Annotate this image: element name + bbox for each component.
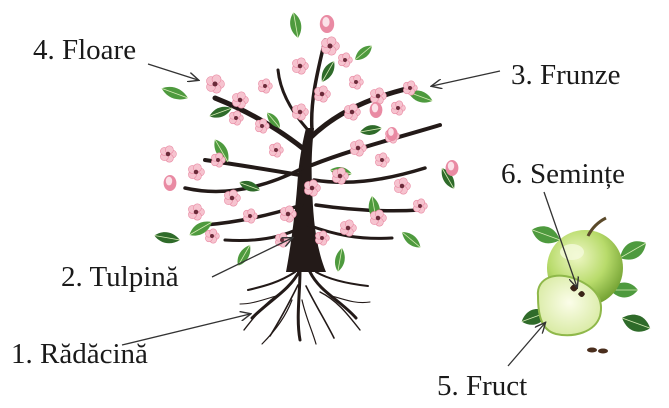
leaf (399, 228, 423, 251)
bud-highlight (388, 128, 394, 136)
flower (206, 75, 224, 93)
flower (188, 204, 204, 220)
flower (349, 75, 363, 89)
flower-center (212, 81, 217, 86)
flower (258, 79, 272, 93)
flower-center (194, 210, 198, 214)
leaf (333, 247, 347, 272)
flower-center (346, 226, 350, 230)
leaf (352, 42, 375, 63)
branch (278, 70, 308, 130)
label-seminte: 6. Semințe (501, 160, 625, 189)
label-floare: 4. Floare (33, 36, 136, 65)
flower (370, 88, 386, 104)
flower (160, 146, 176, 162)
flower (315, 231, 329, 245)
flower-center (350, 110, 354, 114)
flower (314, 86, 330, 102)
flower-center (380, 158, 384, 162)
arrow-frunze (432, 71, 500, 86)
flower-center (286, 212, 290, 216)
flower (375, 153, 389, 167)
flower (205, 229, 219, 243)
arrow-floare (148, 64, 198, 80)
flower (292, 104, 308, 120)
branch (316, 205, 420, 211)
leaf (160, 83, 190, 103)
flower-center (338, 174, 342, 178)
leaf (288, 11, 303, 38)
flower-bud (370, 102, 383, 118)
flower-center (210, 234, 214, 238)
arrow-fruct (508, 323, 545, 366)
apple-highlight (560, 244, 584, 260)
flower-bud (164, 175, 177, 191)
flower (391, 101, 405, 115)
flower-center (354, 80, 358, 84)
flower (413, 199, 427, 213)
roots-illustration (240, 270, 370, 344)
flower-bud (386, 127, 397, 141)
bud-highlight (166, 177, 172, 186)
flower-center (320, 236, 324, 240)
flower-center (238, 98, 242, 102)
fallen-seed-2 (598, 349, 608, 354)
flower (340, 220, 356, 236)
flower-center (194, 170, 198, 174)
leaf (619, 310, 653, 336)
flower-center (396, 106, 400, 110)
flower-center (274, 148, 278, 152)
fallen-seed-1 (587, 348, 597, 353)
leaf (153, 230, 180, 245)
flower-center (216, 158, 220, 162)
flower (269, 143, 283, 157)
flower-center (230, 196, 234, 200)
flower-center (376, 216, 380, 220)
flower (350, 140, 366, 156)
label-radacina: 1. Rădăcină (11, 340, 148, 369)
flower-center (418, 204, 422, 208)
flower-center (327, 43, 332, 48)
root-strand (298, 270, 300, 340)
bud-highlight (372, 104, 378, 113)
flower (229, 111, 243, 125)
arrow-tulpina (212, 238, 292, 277)
flower-center (298, 110, 302, 114)
flower (321, 37, 339, 55)
flower-center (310, 186, 314, 190)
flower (394, 178, 410, 194)
flower-center (320, 92, 324, 96)
leaf (359, 124, 382, 137)
flower-center (298, 64, 302, 68)
flower (224, 190, 240, 206)
root-strand (270, 285, 298, 336)
branch (312, 40, 325, 130)
flower-center (356, 146, 360, 150)
flower-center (260, 124, 264, 128)
flower (188, 164, 204, 180)
flower-center (166, 152, 170, 156)
flower-center (408, 86, 412, 90)
flower-center (234, 116, 238, 120)
flower (338, 53, 352, 67)
bud-highlight (322, 17, 329, 27)
flower-center (280, 238, 284, 242)
flower-center (400, 184, 404, 188)
flower (292, 58, 308, 74)
flower-bud (446, 160, 459, 176)
flower (243, 209, 257, 223)
flower-center (343, 58, 347, 62)
flower-center (376, 94, 380, 98)
bud-highlight (448, 162, 454, 171)
flower-bud (320, 15, 334, 33)
label-tulpina: 2. Tulpină (61, 263, 179, 292)
label-fruct: 5. Fruct (437, 372, 527, 401)
label-frunze: 3. Frunze (511, 61, 621, 90)
root-strand (316, 272, 368, 286)
flower-center (263, 84, 267, 88)
flower-center (248, 214, 252, 218)
root-strand (302, 300, 316, 344)
flower (232, 92, 248, 108)
